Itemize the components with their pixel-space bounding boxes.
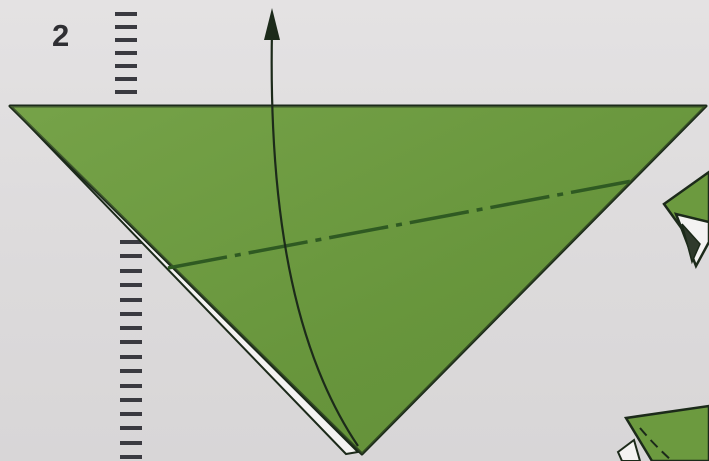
next-step-figure-bottom <box>616 404 709 461</box>
paper-shade <box>10 106 706 454</box>
valley-fold-line <box>167 179 633 270</box>
step-number: 2 <box>52 18 70 53</box>
fold-arrow-path <box>270 29 359 447</box>
arrow-up-curve-icon <box>264 8 280 40</box>
ruler-ticks-top <box>115 12 137 94</box>
next-step-figure-top <box>662 170 709 269</box>
ruler-ticks-left <box>120 240 142 459</box>
